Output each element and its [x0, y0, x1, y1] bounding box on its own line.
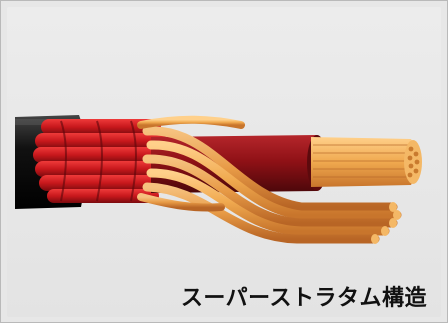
- strand-tips: [371, 202, 401, 244]
- copper-strands: [137, 115, 402, 244]
- center-copper-bundle: [311, 137, 422, 187]
- red-insulated-conductors: [33, 119, 167, 203]
- caption-label: スーパーストラタム構造: [180, 286, 427, 311]
